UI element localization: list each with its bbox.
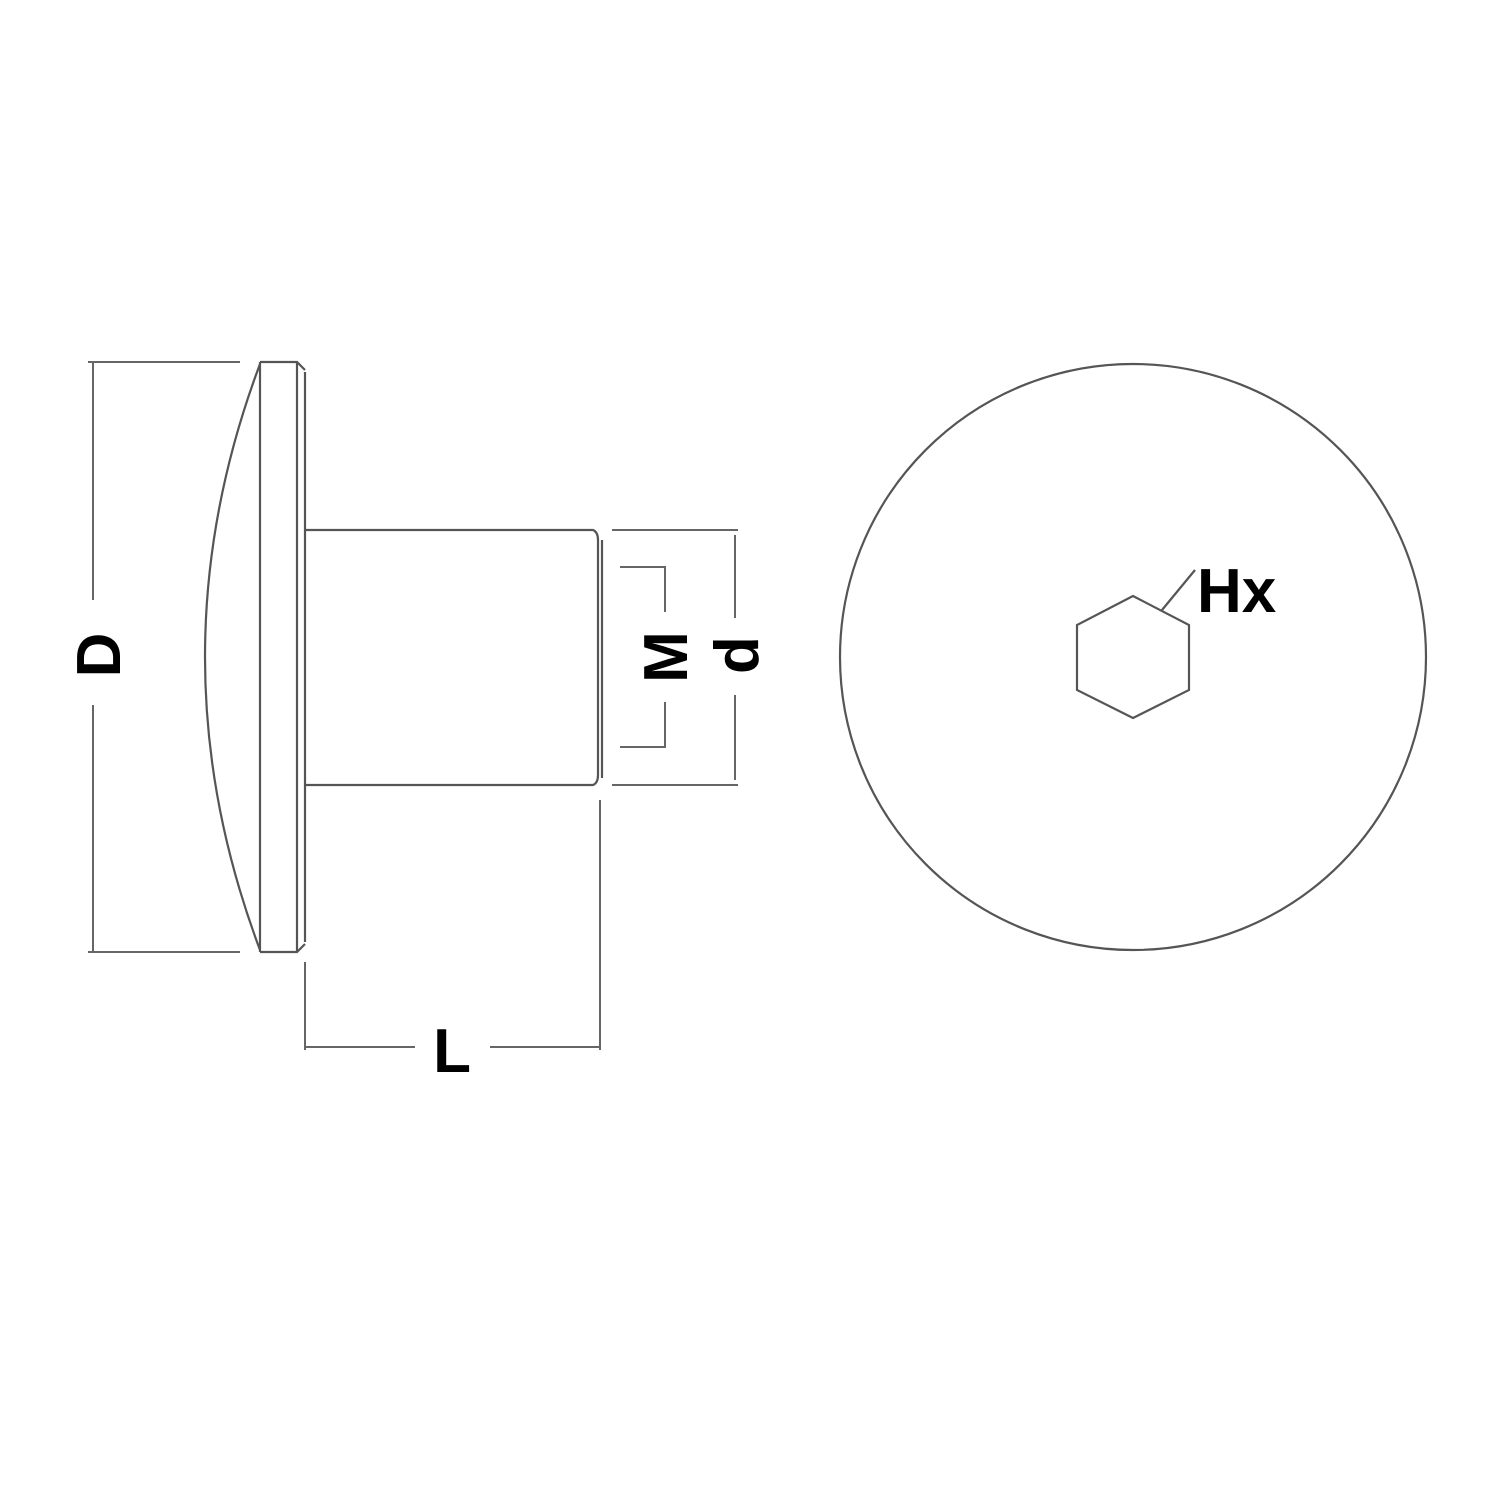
bolt-head-side-view	[203, 360, 307, 954]
label-L: L	[433, 1017, 471, 1086]
bolt-shank	[305, 528, 604, 787]
shank-outline	[305, 528, 600, 787]
hex-socket-icon	[1075, 594, 1191, 720]
dimension-D	[88, 361, 240, 953]
head-top-view-circle	[838, 362, 1428, 952]
head-bottom-edge	[260, 943, 306, 954]
label-Hx: Hx	[1197, 557, 1277, 626]
label-d: d	[703, 636, 772, 674]
dimension-d	[612, 529, 738, 786]
head-dome-outline	[203, 363, 262, 951]
label-D: D	[65, 633, 134, 678]
head-top-edge	[260, 360, 306, 371]
dimension-L	[304, 800, 601, 1050]
dimension-M	[620, 566, 666, 748]
hx-leader-line	[1161, 569, 1196, 611]
label-M: M	[632, 631, 701, 683]
